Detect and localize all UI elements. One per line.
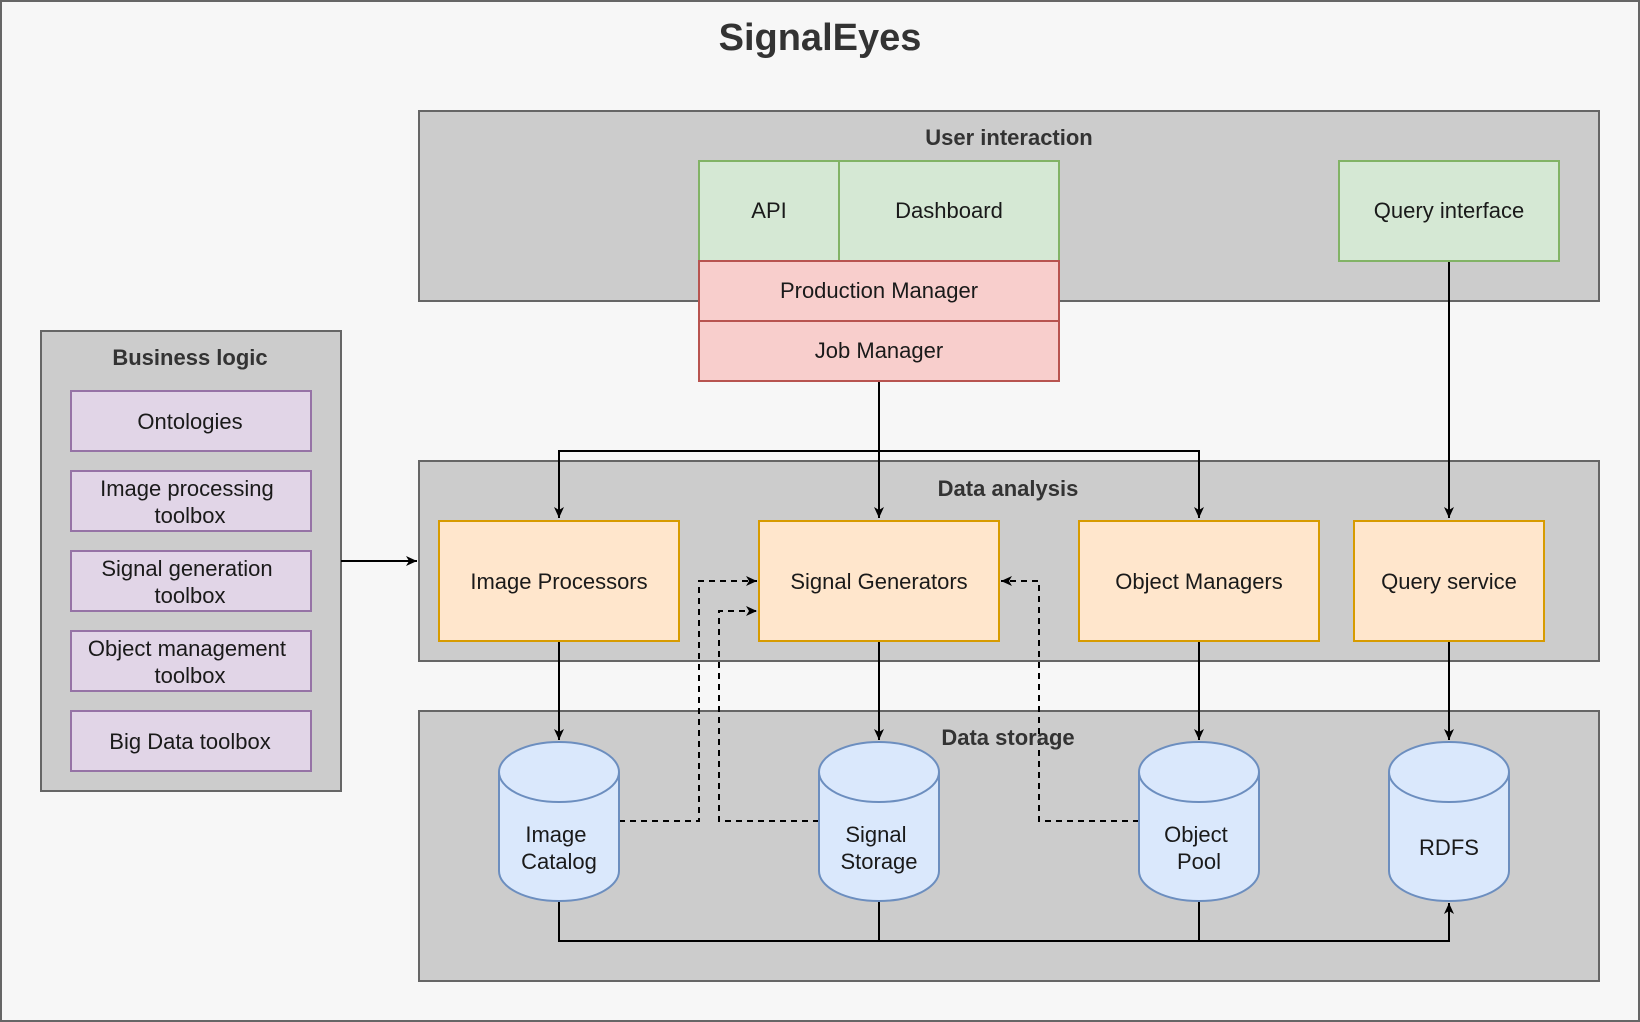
api-label: API <box>751 198 786 223</box>
image-processors-label: Image Processors <box>470 569 647 594</box>
connector-job-to-object-managers <box>879 450 1204 518</box>
query-interface-box <box>1338 160 1560 262</box>
big-data-toolbox-box <box>70 710 312 772</box>
ontologies-label: Ontologies <box>137 409 242 434</box>
image-catalog-cylinder <box>498 741 620 902</box>
signal-storage-cylinder <box>818 741 940 902</box>
signal-generation-toolbox-box <box>70 550 312 612</box>
data-analysis-group-label: Data analysis <box>938 476 1079 501</box>
image-processors-box <box>438 520 680 642</box>
job-manager-box <box>698 320 1060 382</box>
query-service-box <box>1353 520 1545 642</box>
signal-generation-toolbox-label: Signal generation toolbox <box>101 556 278 608</box>
ontologies-box <box>70 390 312 452</box>
dashed-pool-to-signal-generators <box>1001 576 1139 822</box>
query-interface-label: Query interface <box>1374 198 1524 223</box>
job-manager-label: Job Manager <box>815 338 943 363</box>
object-pool-label: Object Pool <box>1164 822 1234 874</box>
data-storage-group-label: Data storage <box>941 725 1074 750</box>
rdfs-cylinder <box>1388 741 1510 902</box>
dashboard-box <box>838 160 1060 262</box>
rdfs-label: RDFS <box>1419 835 1479 860</box>
image-processing-toolbox-label: Image processing toolbox <box>100 476 280 528</box>
dashed-storage-to-signal-generators <box>718 606 819 822</box>
signal-generators-box <box>758 520 1000 642</box>
object-managers-label: Object Managers <box>1115 569 1283 594</box>
connector-job-to-image-processors <box>554 450 879 518</box>
big-data-toolbox-label: Big Data toolbox <box>109 729 270 754</box>
dashboard-label: Dashboard <box>895 198 1003 223</box>
object-managers-box <box>1078 520 1320 642</box>
connector-bottom-bus-to-rdfs <box>558 901 1454 942</box>
image-catalog-label: Image Catalog <box>521 822 597 874</box>
object-management-toolbox-box <box>70 630 312 692</box>
signal-generators-label: Signal Generators <box>790 569 967 594</box>
production-manager-box <box>698 260 1060 322</box>
signal-storage-label: Signal Storage <box>840 822 917 874</box>
object-management-toolbox-label: Object management toolbox <box>88 636 292 688</box>
business-logic-group-label: Business logic <box>112 345 267 370</box>
image-processing-toolbox-box <box>70 470 312 532</box>
query-service-label: Query service <box>1381 569 1517 594</box>
object-pool-cylinder <box>1138 741 1260 902</box>
api-box <box>698 160 840 262</box>
diagram-title: SignalEyes <box>719 17 922 59</box>
user-interaction-group-label: User interaction <box>925 125 1093 150</box>
dashed-catalog-to-signal-generators <box>619 576 757 822</box>
production-manager-label: Production Manager <box>780 278 978 303</box>
